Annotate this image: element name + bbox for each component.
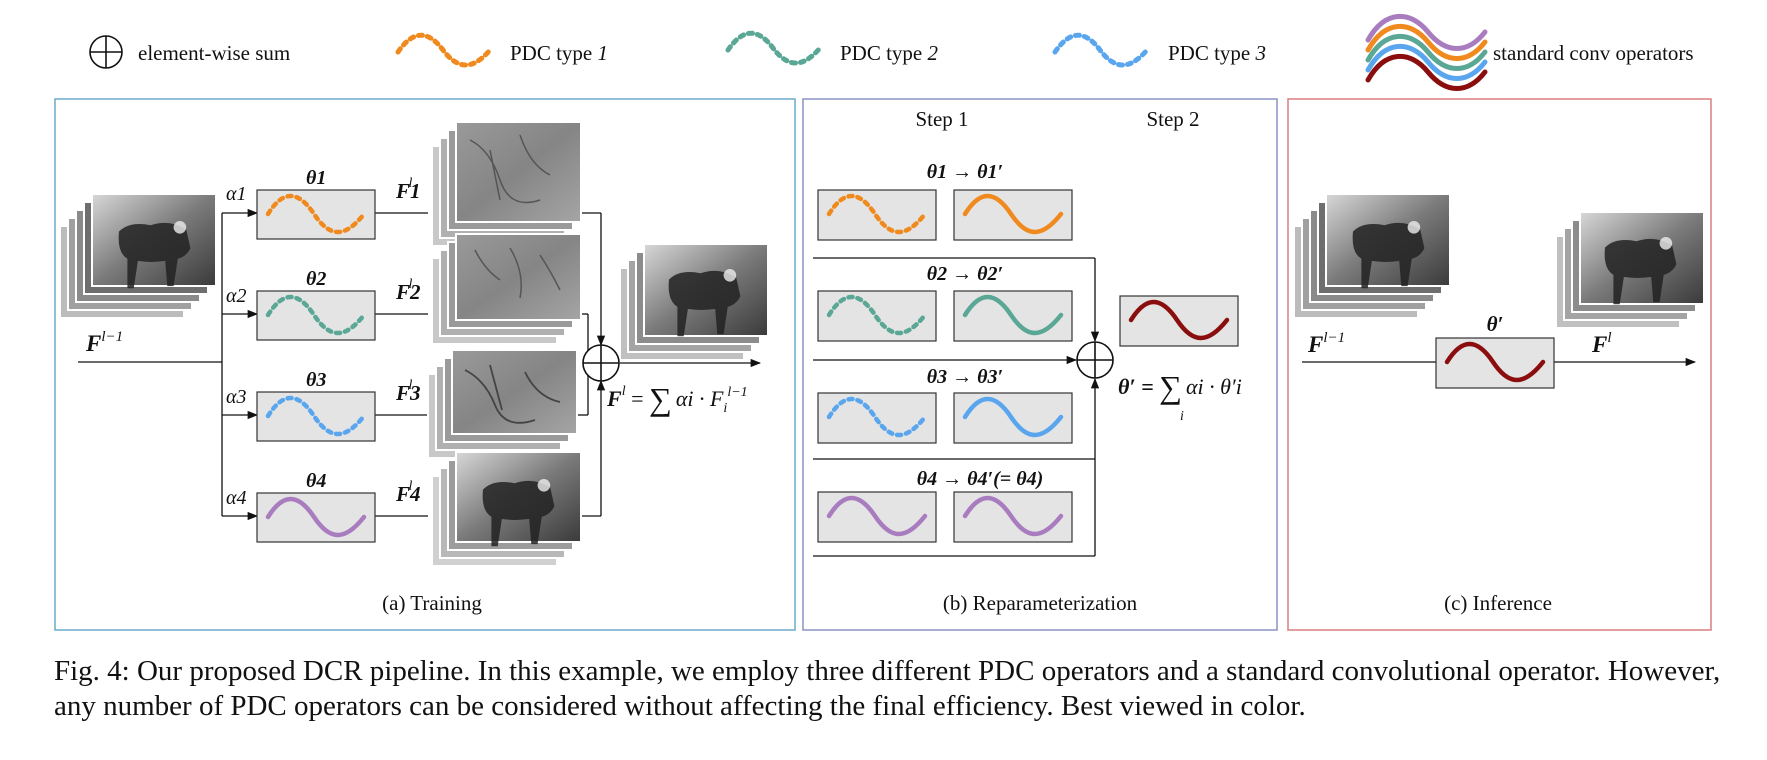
reparam-box-pdc2 (817, 290, 937, 342)
feature-3-label: F3l (395, 378, 421, 405)
output-feature-stack (619, 243, 769, 361)
alpha-3-label: α3 (226, 386, 247, 408)
merged-conv-wave-icon (1444, 341, 1546, 383)
pdc-type1-wave-icon (265, 193, 367, 235)
pdc-type3-wave-icon (265, 395, 367, 437)
alpha-2-label: α2 (226, 285, 247, 307)
inference-conv-box (1435, 337, 1555, 389)
pdc-type1-wave-icon (826, 193, 928, 235)
input-feature-stack (59, 193, 217, 319)
feature-map-stack-3 (427, 349, 578, 459)
feature-4-label: F4l (395, 479, 421, 506)
reparam-caption: (b) Reparameterization (943, 591, 1138, 615)
inference-input-stack (1293, 193, 1451, 319)
converted-conv-wave-icon (962, 294, 1064, 336)
inference-caption: (c) Inference (1444, 591, 1552, 615)
standard-conv-wave-icon (265, 496, 367, 538)
reparam-box-pdc1 (817, 189, 937, 241)
training-sum-node-icon (582, 344, 620, 382)
inference-input-label: Fl−1 (1307, 330, 1345, 357)
feature-map-stack-2 (431, 233, 582, 345)
pdc-type3-wave-icon (1052, 32, 1150, 68)
reparam-box-conv4 (953, 491, 1073, 543)
legend-std-label: standard conv operators (1493, 41, 1694, 65)
alpha-4-label: α4 (226, 487, 247, 509)
reparam-formula-sub: i (1180, 409, 1184, 424)
alpha-1-label: α1 (226, 183, 247, 205)
step-1-label: Step 1 (915, 107, 968, 131)
feature-2-label: F2l (395, 277, 421, 304)
merged-conv-box (1119, 295, 1239, 347)
pdc-type3-wave-icon (826, 396, 928, 438)
operator-box-3 (256, 391, 376, 442)
step-2-label: Step 2 (1146, 107, 1199, 131)
pdc-type2-wave-icon (826, 294, 928, 336)
operator-box-1 (256, 189, 376, 240)
training-branch-lines (78, 208, 762, 521)
feature-map-stack-1 (431, 121, 582, 247)
reparam-formula: θ′ = ∑αi · θ′i (1118, 369, 1242, 405)
pdc-type2-wave-icon (265, 294, 367, 336)
legend-pdc2-label: PDC type 2 (840, 41, 939, 65)
panel-reparam-frame (802, 98, 1278, 631)
legend-pdc1-label: PDC type 1 (510, 41, 608, 65)
reparam-box-pdc3 (817, 392, 937, 444)
theta-4-label: θ4 (306, 470, 326, 492)
theta-1-label: θ1 (306, 167, 326, 189)
training-caption: (a) Training (382, 591, 482, 615)
reparam-box-conv3 (953, 392, 1073, 444)
figure-caption: Fig. 4: Our proposed DCR pipeline. In th… (54, 655, 1721, 722)
converted-conv-wave-icon (962, 495, 1064, 537)
reparam-row-3-label: θ3 → θ3′ (927, 366, 1003, 388)
reparam-sum-node-icon (1076, 341, 1114, 379)
reparam-box-std4 (817, 491, 937, 543)
inference-output-stack (1555, 211, 1705, 329)
merged-conv-wave-icon (1128, 299, 1230, 341)
standard-conv-wave-icon (826, 495, 928, 537)
reparam-row-1-label: θ1 → θ1′ (927, 161, 1003, 183)
theta-3-label: θ3 (306, 369, 326, 391)
panel-training-frame (54, 98, 796, 631)
theta-2-label: θ2 (306, 268, 326, 290)
input-feature-label: Fl−1 (85, 329, 123, 356)
legend-sum-label: element-wise sum (138, 41, 290, 65)
dcr-pipeline-figure: element-wise sum PDC type 1 PDC type 2 P… (54, 14, 1712, 631)
pdc-type2-wave-icon (725, 30, 823, 66)
reparam-row-2-label: θ2 → θ2′ (927, 263, 1003, 285)
reparam-box-conv1 (953, 189, 1073, 241)
legend: element-wise sum PDC type 1 PDC type 2 P… (89, 14, 1694, 91)
standard-conv-waves-icon (1365, 14, 1488, 91)
converted-conv-wave-icon (962, 193, 1064, 235)
operator-box-4 (256, 492, 376, 543)
reparam-box-conv2 (953, 290, 1073, 342)
reparam-lines (813, 257, 1100, 557)
feature-map-stack-4 (431, 451, 582, 567)
training-formula: Fl = ∑αi · Fil−1 (606, 381, 748, 417)
pdc-type1-wave-icon (395, 32, 493, 68)
inference-theta-label: θ′ (1487, 312, 1504, 336)
element-wise-sum-icon (89, 35, 123, 69)
inference-output-label: Fl (1591, 330, 1612, 357)
operator-box-2 (256, 290, 376, 341)
feature-1-label: F1l (395, 176, 421, 203)
converted-conv-wave-icon (962, 396, 1064, 438)
reparam-row-4-label: θ4 → θ4′(= θ4) (917, 468, 1043, 490)
panel-inference-frame (1287, 98, 1712, 631)
legend-pdc3-label: PDC type 3 (1168, 41, 1266, 65)
